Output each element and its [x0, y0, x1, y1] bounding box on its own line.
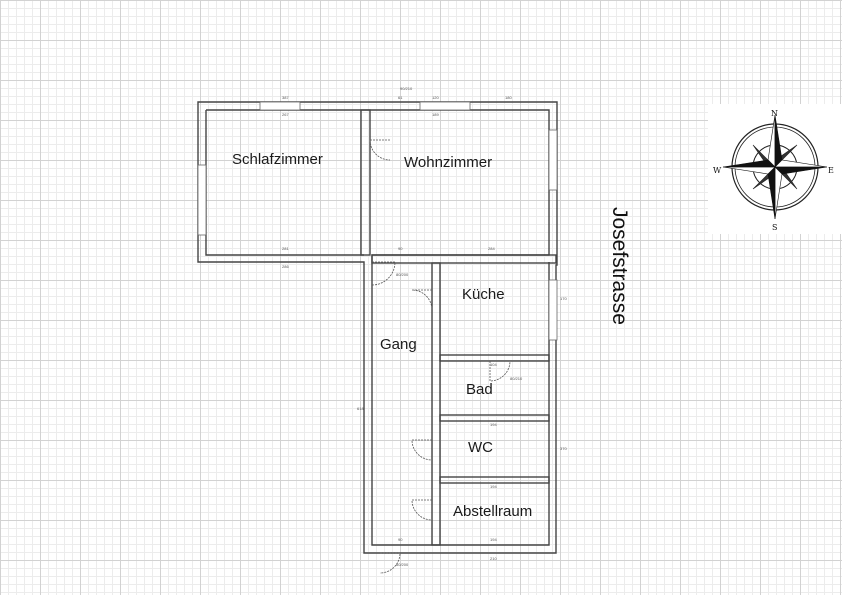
doors — [369, 139, 511, 574]
dim-bath-top: 104 — [490, 362, 497, 367]
dim-top-window-left: 61 — [398, 95, 403, 100]
wall-bath-wc — [439, 414, 550, 422]
room-label-abstellraum: Abstellraum — [453, 503, 532, 520]
window-right-1 — [548, 129, 558, 191]
dim-store-top: 194 — [490, 484, 497, 489]
door-kitchen — [411, 289, 433, 311]
dim-bottom-door: 90 — [398, 537, 403, 542]
door-living — [371, 261, 396, 286]
dim-top-left: 387 — [282, 95, 289, 100]
dim-top-right: 180 — [505, 95, 512, 100]
window-right-2 — [548, 279, 558, 341]
compass-north: N — [771, 109, 778, 118]
door-storage — [411, 499, 433, 521]
dim-living-inner: 189 — [432, 112, 439, 117]
inner-wall-outline — [205, 109, 550, 546]
dim-left-bottom: 286 — [282, 264, 289, 269]
wall-hall-rooms — [431, 262, 441, 546]
door-bedroom — [369, 139, 391, 161]
outer-wall-outline — [197, 101, 558, 554]
dim-bedroom-bottom: 281 — [282, 246, 289, 251]
dim-top-mid: 120 — [432, 95, 439, 100]
street-label: Josefstrasse — [608, 207, 631, 325]
compass-west: W — [713, 166, 722, 175]
dim-living-bottom: 284 — [488, 246, 495, 251]
room-label-gang: Gang — [380, 336, 417, 353]
compass-east: E — [828, 166, 834, 175]
dim-door-label-2: 80/200 — [396, 272, 409, 277]
door-bath — [489, 360, 511, 382]
compass-south: S — [772, 223, 777, 232]
dim-wc-top: 194 — [490, 422, 497, 427]
wall-living-bottom — [371, 254, 557, 264]
wall-wc-storage — [439, 476, 550, 484]
wall-bedroom-living — [360, 109, 371, 256]
room-label-wohnzimmer: Wohnzimmer — [404, 154, 492, 171]
dim-bottom-right: 210 — [490, 556, 497, 561]
dim-store-bottom: 194 — [490, 537, 497, 542]
dim-door-label-4: 80/200 — [396, 562, 409, 567]
dim-right-wall-2: 370 — [560, 446, 567, 451]
window-top-1 — [259, 101, 301, 111]
dim-bedroom-inner: 267 — [282, 112, 289, 117]
walls — [197, 101, 558, 554]
dimension-labels: 387 61 90/210 120 180 267 189 281 90 284… — [282, 86, 567, 567]
compass-rose: N E S W — [708, 104, 842, 234]
dim-door-label-3: 80/210 — [510, 376, 523, 381]
dim-top-door-label: 90/210 — [400, 86, 413, 91]
compass-icon — [722, 114, 828, 220]
window-top-2 — [419, 101, 471, 111]
dim-left-wall: 618 — [357, 406, 364, 411]
dim-right-wall-1: 170 — [560, 296, 567, 301]
wall-kitchen-bath — [439, 354, 550, 362]
room-label-bad: Bad — [466, 381, 493, 398]
room-label-schlafzimmer: Schlafzimmer — [232, 151, 323, 168]
room-label-wc: WC — [468, 439, 493, 456]
room-labels: Schlafzimmer Wohnzimmer Küche Gang Bad W… — [232, 151, 532, 520]
door-wc — [411, 439, 433, 461]
dim-hall-door: 90 — [398, 246, 403, 251]
windows — [197, 101, 558, 341]
window-left-1 — [197, 164, 207, 236]
door-entrance — [379, 552, 401, 574]
room-label-kueche: Küche — [462, 286, 505, 303]
